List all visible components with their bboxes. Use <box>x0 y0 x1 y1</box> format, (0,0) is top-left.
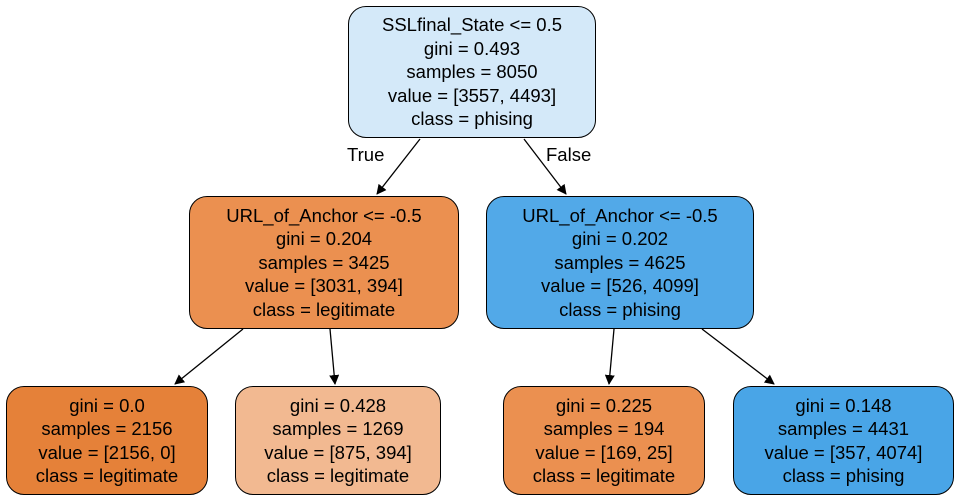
node-samples: samples = 4625 <box>554 251 686 273</box>
edge-n2-n5 <box>604 328 615 385</box>
node-class: class = phising <box>411 108 533 130</box>
node-value: value = [3557, 4493] <box>387 84 557 106</box>
node-class: class = legitimate <box>266 465 410 486</box>
node-class: class = legitimate <box>532 465 676 486</box>
node-split: SSLfinal_State <= 0.5 <box>382 14 562 36</box>
node-class: class = legitimate <box>35 465 179 486</box>
node-gini: gini = 0.148 <box>795 394 892 416</box>
edge-root-n1 <box>376 138 421 195</box>
tree-leaf-4: gini = 0.148 samples = 4431 value = [357… <box>733 386 954 495</box>
tree-node-root: SSLfinal_State <= 0.5 gini = 0.493 sampl… <box>348 6 596 138</box>
tree-leaf-2: gini = 0.428 samples = 1269 value = [875… <box>235 386 441 495</box>
tree-node-left: URL_of_Anchor <= -0.5 gini = 0.204 sampl… <box>189 196 459 329</box>
node-gini: gini = 0.0 <box>69 394 145 416</box>
edge-n1-n3 <box>174 328 244 385</box>
node-value: value = [3031, 394] <box>245 275 403 297</box>
node-class: class = legitimate <box>252 298 396 320</box>
node-gini: gini = 0.204 <box>275 228 373 250</box>
edge-label-false: False <box>546 144 592 165</box>
node-samples: samples = 2156 <box>41 418 173 439</box>
tree-node-right: URL_of_Anchor <= -0.5 gini = 0.202 sampl… <box>486 196 754 329</box>
edge-label-true: True <box>347 144 385 165</box>
node-class: class = phising <box>559 298 681 320</box>
tree-leaf-3: gini = 0.225 samples = 194 value = [169,… <box>503 386 705 495</box>
node-samples: samples = 194 <box>543 418 665 439</box>
node-split: URL_of_Anchor <= -0.5 <box>226 204 422 226</box>
node-samples: samples = 3425 <box>258 251 390 273</box>
edge-n2-n6 <box>701 328 775 385</box>
node-class: class = phising <box>782 465 905 486</box>
node-gini: gini = 0.493 <box>423 37 521 59</box>
node-value: value = [2156, 0] <box>38 441 176 463</box>
edge-root-n2 <box>523 138 567 195</box>
node-value: value = [357, 4074] <box>764 441 923 463</box>
node-value: value = [875, 394] <box>264 441 412 463</box>
edge-n1-n4 <box>329 328 340 385</box>
node-value: value = [169, 25] <box>535 441 673 463</box>
node-value: value = [526, 4099] <box>541 275 699 297</box>
node-gini: gini = 0.225 <box>555 394 653 416</box>
node-samples: samples = 1269 <box>272 418 404 439</box>
node-samples: samples = 8050 <box>406 61 538 83</box>
node-split: URL_of_Anchor <= -0.5 <box>522 204 718 226</box>
node-gini: gini = 0.202 <box>571 228 669 250</box>
tree-leaf-1: gini = 0.0 samples = 2156 value = [2156,… <box>6 386 208 495</box>
node-samples: samples = 4431 <box>777 418 910 439</box>
node-gini: gini = 0.428 <box>289 394 387 416</box>
